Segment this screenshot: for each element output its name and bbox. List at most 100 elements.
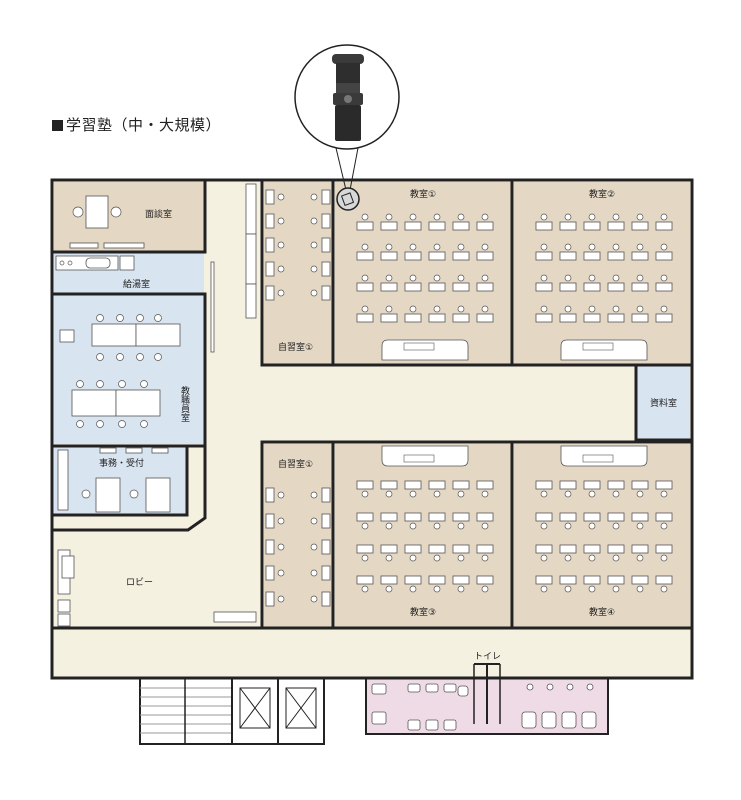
chair xyxy=(385,274,393,282)
chair xyxy=(385,243,393,251)
chair xyxy=(564,490,572,498)
chair xyxy=(361,243,369,251)
desk xyxy=(265,565,275,581)
desk xyxy=(356,221,374,231)
desk xyxy=(607,480,625,490)
label-interview: 面談室 xyxy=(145,208,172,220)
camera-location-glyph xyxy=(340,192,355,207)
desk xyxy=(476,575,494,585)
chair xyxy=(310,569,318,577)
desk xyxy=(119,255,135,271)
desk xyxy=(404,282,422,292)
desk xyxy=(535,575,553,585)
chair xyxy=(612,213,620,221)
desk xyxy=(356,512,374,522)
desk xyxy=(476,512,494,522)
toilet-fixtures xyxy=(371,683,597,731)
desk xyxy=(583,544,601,554)
chair xyxy=(277,217,285,225)
chair xyxy=(310,217,318,225)
desk xyxy=(404,221,422,231)
desk xyxy=(321,487,331,503)
desk xyxy=(57,599,71,613)
desk xyxy=(607,313,625,323)
chair xyxy=(588,585,596,593)
desk xyxy=(356,251,374,261)
chair xyxy=(481,585,489,593)
chair xyxy=(76,380,84,388)
chair xyxy=(612,274,620,282)
kitchen-sink xyxy=(85,257,111,269)
desk xyxy=(428,544,446,554)
chair xyxy=(59,260,65,266)
walls-layer xyxy=(50,178,694,680)
chair xyxy=(540,522,548,530)
chair xyxy=(636,522,644,530)
chair xyxy=(385,305,393,313)
chair xyxy=(118,380,126,388)
label-study-1: 自習室① xyxy=(278,341,313,353)
chair xyxy=(361,213,369,221)
label-class-1: 教室① xyxy=(410,188,436,200)
chair xyxy=(361,585,369,593)
desk xyxy=(428,313,446,323)
desk xyxy=(69,242,99,249)
desk xyxy=(380,512,398,522)
desk xyxy=(265,487,275,503)
chair xyxy=(457,243,465,251)
desk xyxy=(476,480,494,490)
chair xyxy=(481,554,489,562)
chair xyxy=(612,554,620,562)
desk xyxy=(404,313,422,323)
chair xyxy=(361,305,369,313)
desk xyxy=(655,282,673,292)
desk xyxy=(559,282,577,292)
desk xyxy=(428,575,446,585)
chair xyxy=(409,274,417,282)
teacher-desk-2-top xyxy=(582,342,614,351)
desk xyxy=(428,221,446,231)
chair xyxy=(277,241,285,249)
desk xyxy=(452,480,470,490)
chair xyxy=(277,543,285,551)
chair xyxy=(564,213,572,221)
camera-callout-line-right xyxy=(349,147,359,191)
desk xyxy=(559,544,577,554)
chair xyxy=(409,554,417,562)
chair xyxy=(433,274,441,282)
desk xyxy=(85,195,109,229)
chair xyxy=(457,490,465,498)
chair xyxy=(457,213,465,221)
classroom-2 xyxy=(514,182,690,364)
desk xyxy=(356,575,374,585)
desk xyxy=(380,575,398,585)
desk xyxy=(535,251,553,261)
chair xyxy=(588,522,596,530)
desk xyxy=(213,611,257,623)
label-materials: 資料室 xyxy=(650,397,677,409)
chair xyxy=(76,420,84,428)
desk xyxy=(265,237,275,253)
chair xyxy=(457,305,465,313)
desk xyxy=(583,313,601,323)
desk xyxy=(115,389,161,417)
chair xyxy=(310,193,318,201)
chair xyxy=(310,241,318,249)
desk xyxy=(559,512,577,522)
desk xyxy=(380,221,398,231)
chair xyxy=(277,265,285,273)
chair xyxy=(310,289,318,297)
chair xyxy=(96,314,104,322)
desk xyxy=(265,513,275,529)
chair xyxy=(612,585,620,593)
desk xyxy=(428,512,446,522)
chair xyxy=(660,243,668,251)
chair xyxy=(433,213,441,221)
desk xyxy=(559,480,577,490)
desk xyxy=(607,512,625,522)
chair xyxy=(310,543,318,551)
chair xyxy=(96,353,104,361)
chair xyxy=(481,305,489,313)
desk xyxy=(380,544,398,554)
chair xyxy=(660,274,668,282)
